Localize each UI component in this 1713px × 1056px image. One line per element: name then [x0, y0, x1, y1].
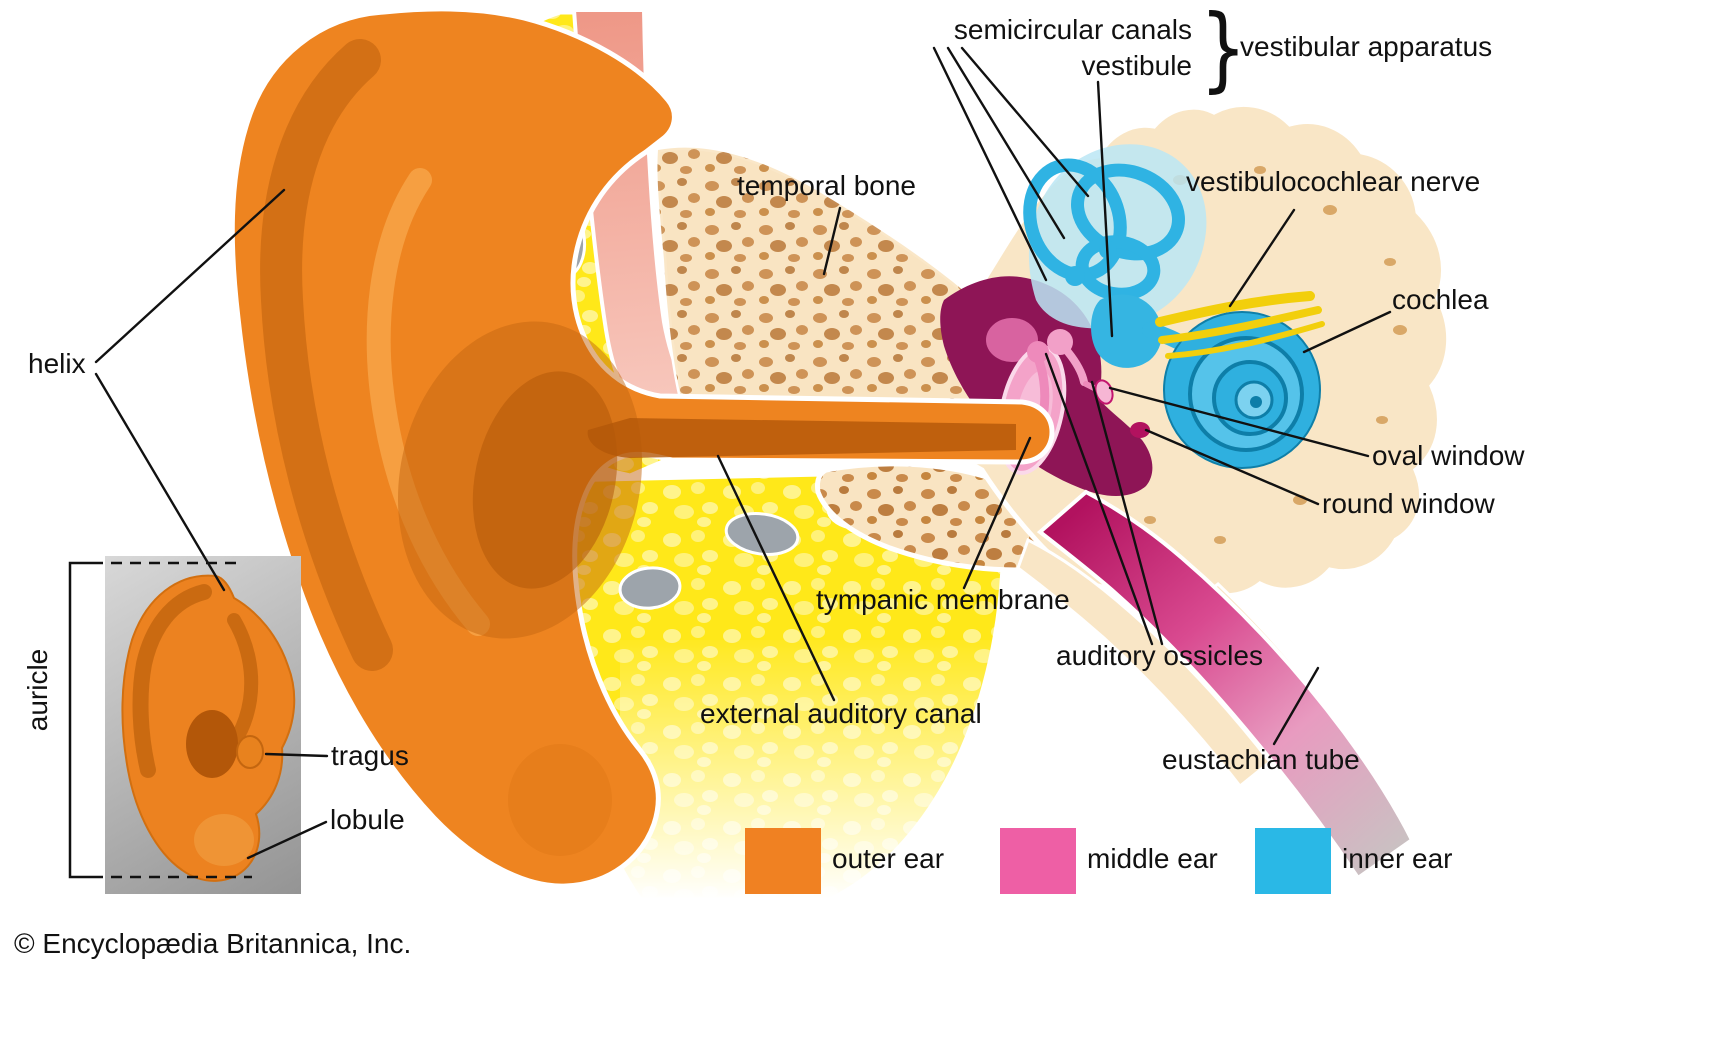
- label-external-auditory-canal: external auditory canal: [700, 698, 982, 729]
- outer-ear-art: [229, 6, 1055, 889]
- leader-eustachian: [1272, 666, 1320, 746]
- label-vestibule: vestibule: [1081, 50, 1192, 81]
- eustachian-tube-art: [1016, 489, 1415, 881]
- semicircular-canals-art: [1023, 158, 1185, 301]
- label-oval-window: oval window: [1372, 440, 1525, 471]
- vestibular-brace: }: [1199, 0, 1247, 102]
- leader-helix-2: [94, 372, 226, 592]
- leader-tympanic-membrane: [962, 436, 1032, 590]
- label-vestibular-apparatus: vestibular apparatus: [1240, 31, 1493, 62]
- leader-semicircular-2: [946, 46, 1066, 240]
- leader-lobule: [246, 820, 328, 860]
- round-window-art: [1130, 422, 1150, 438]
- leader-semicircular-1: [932, 46, 1048, 282]
- label-helix: helix: [28, 348, 86, 379]
- label-round-window: round window: [1322, 488, 1495, 519]
- legend-label-outer-ear: outer ear: [832, 843, 945, 874]
- legend-label-inner-ear: inner ear: [1342, 843, 1453, 874]
- label-semicircular-canals: semicircular canals: [953, 14, 1192, 45]
- label-auricle: auricle: [22, 648, 53, 732]
- leader-temporal-bone: [822, 206, 842, 276]
- label-vestibulocochlear-nerve: vestibulocochlear nerve: [1186, 166, 1481, 197]
- label-tragus: tragus: [331, 740, 409, 771]
- leader-lines: [94, 46, 1392, 860]
- label-tympanic-membrane: tympanic membrane: [816, 584, 1070, 615]
- legend-swatch-outer-ear: [745, 828, 821, 894]
- leader-vestibule: [1096, 80, 1114, 338]
- legend-label-middle-ear: middle ear: [1087, 843, 1218, 874]
- inset-concha: [186, 710, 238, 778]
- label-auditory-ossicles: auditory ossicles: [1056, 640, 1263, 671]
- leader-cochlea: [1302, 310, 1392, 354]
- vestibulocochlear-nerve-art: [1155, 291, 1325, 359]
- auditory-ossicles-art: [1027, 329, 1114, 415]
- leader-helix-1: [94, 188, 286, 364]
- leader-tragus: [264, 752, 329, 758]
- label-cochlea: cochlea: [1392, 284, 1489, 315]
- leader-oval-window: [1108, 386, 1370, 458]
- leader-nerve: [1228, 208, 1296, 308]
- leader-round-window: [1144, 428, 1320, 506]
- inset-lobule: [194, 814, 254, 866]
- inner-ear-art: [1023, 144, 1325, 469]
- external-auditory-canal-art: [587, 418, 1016, 458]
- leader-ossicles-2: [1090, 380, 1164, 646]
- copyright-notice: © Encyclopædia Britannica, Inc.: [14, 928, 412, 959]
- leader-semicircular-3: [960, 46, 1090, 198]
- auricle-bracket: [68, 561, 252, 879]
- legend-swatch-middle-ear: [1000, 828, 1076, 894]
- legend-swatch-inner-ear: [1255, 828, 1331, 894]
- label-lobule: lobule: [330, 804, 405, 835]
- auricle-inset: [105, 556, 301, 894]
- vestibule-art: [1091, 294, 1162, 368]
- leader-ossicles-1: [1044, 352, 1154, 646]
- leader-external-canal: [716, 454, 836, 702]
- label-eustachian-tube: eustachian tube: [1162, 744, 1360, 775]
- inset-tragus: [236, 735, 264, 769]
- label-temporal-bone: temporal bone: [737, 170, 917, 201]
